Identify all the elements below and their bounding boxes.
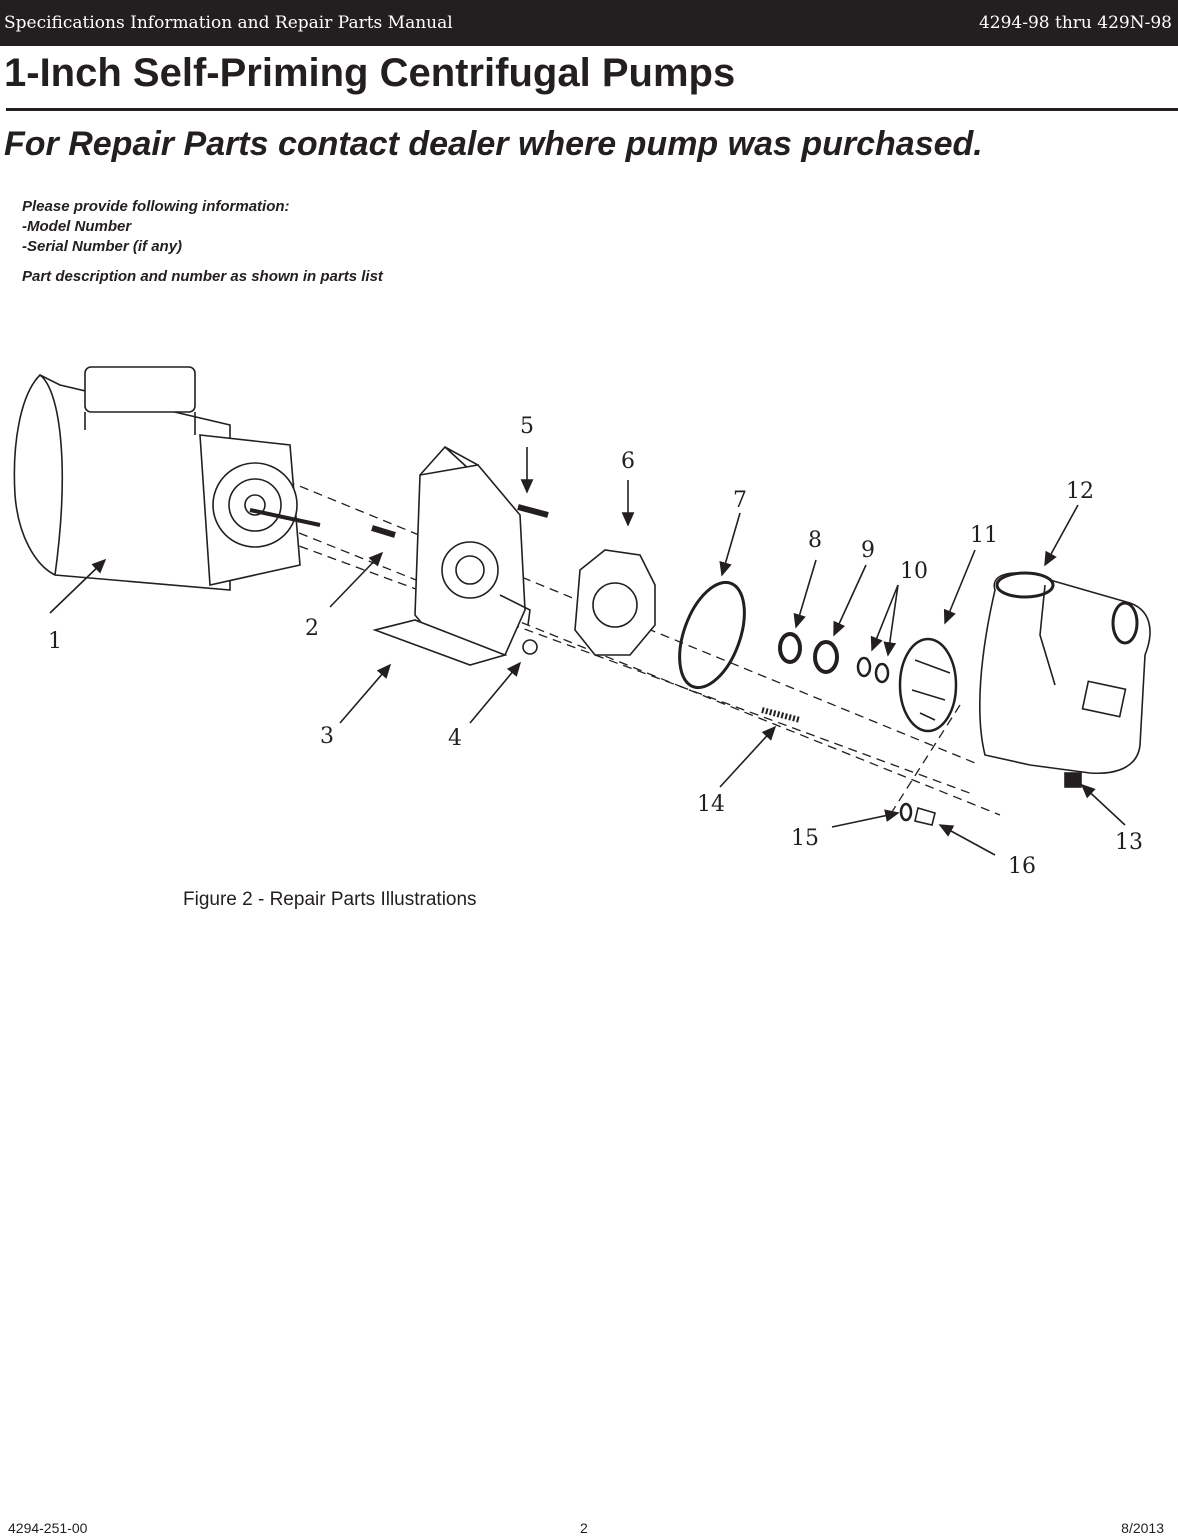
bracket-part [372,445,531,666]
leader-arrow-9 [833,564,867,637]
callout-1: 1 [48,629,62,654]
callout-2: 2 [305,616,319,641]
leader-arrow-3 [339,663,392,724]
callout-14: 14 [697,792,725,817]
callout-9: 9 [861,538,875,563]
callout-12: 12 [1066,479,1094,504]
drain-plug-part [914,806,936,826]
leader-arrow-10a [870,584,899,652]
page-title: 1-Inch Self-Priming Centrifugal Pumps [4,51,736,95]
motor-part [13,366,321,591]
repair-parts-figure: 1 2 3 4 5 6 7 8 9 10 11 12 13 14 15 16 [0,355,1178,885]
o-ring-part [678,580,746,690]
callout-15: 15 [791,826,819,851]
info-note: Part description and number as shown in … [22,268,383,285]
cap-screw-part [517,504,549,518]
seal-plate-part [574,549,656,656]
plug-part [1064,772,1082,788]
callout-7: 7 [733,488,747,513]
info-item-serial-number: -Serial Number (if any) [22,238,183,255]
footer-date: 8/2013 [1121,1520,1164,1536]
callout-10: 10 [900,559,928,584]
leader-arrow-4 [469,661,522,724]
footer-doc-number: 4294-251-00 [8,1520,88,1536]
leader-arrow-7 [719,512,741,577]
leader-arrow-15 [831,809,900,828]
leader-arrow-10b [883,584,899,657]
leader-arrow-13 [1080,783,1126,826]
callout-3: 3 [320,724,334,749]
leader-arrow-11 [943,549,976,625]
callout-13: 13 [1115,830,1143,855]
header-bar: Specifications Information and Repair Pa… [0,0,1178,46]
callout-16: 16 [1008,854,1036,879]
nut-part [522,639,538,655]
callout-4: 4 [448,726,462,751]
pump-body-part [979,571,1151,775]
callout-11: 11 [970,523,998,548]
shim-part-a [856,656,872,678]
seal-seat-part [778,632,802,664]
figure-caption: Figure 2 - Repair Parts Illustrations [183,889,477,910]
bolt-part [371,525,396,538]
gasket-part [899,802,913,822]
shim-part-b [874,662,890,684]
callout-6: 6 [621,449,635,474]
leader-arrow-2 [329,551,384,608]
model-range: 4294-98 thru 429N-98 [978,13,1172,33]
title-divider [6,108,1178,111]
leader-arrow-12 [1044,504,1079,567]
leader-arrow-1 [49,558,107,614]
page-subtitle: For Repair Parts contact dealer where pu… [4,125,983,163]
manual-type: Specifications Information and Repair Pa… [4,13,453,33]
stud-part [761,707,801,723]
footer-page-number: 2 [580,1520,588,1536]
axis-line-lower [159,476,1001,816]
exploded-pump-diagram: 1 2 3 4 5 6 7 8 9 10 11 12 13 14 15 16 [13,366,1151,879]
info-intro: Please provide following information: [22,198,290,215]
callout-5: 5 [520,414,534,439]
axis-line-drain [889,704,961,816]
info-item-model-number: -Model Number [22,218,132,235]
callout-8: 8 [808,528,822,553]
info-block: Please provide following information: -M… [22,197,383,287]
rotating-seal-part [813,640,839,674]
impeller-part [898,637,958,733]
leader-arrow-16 [938,824,996,856]
leader-arrow-14 [719,725,777,788]
leader-arrow-8 [793,559,817,629]
